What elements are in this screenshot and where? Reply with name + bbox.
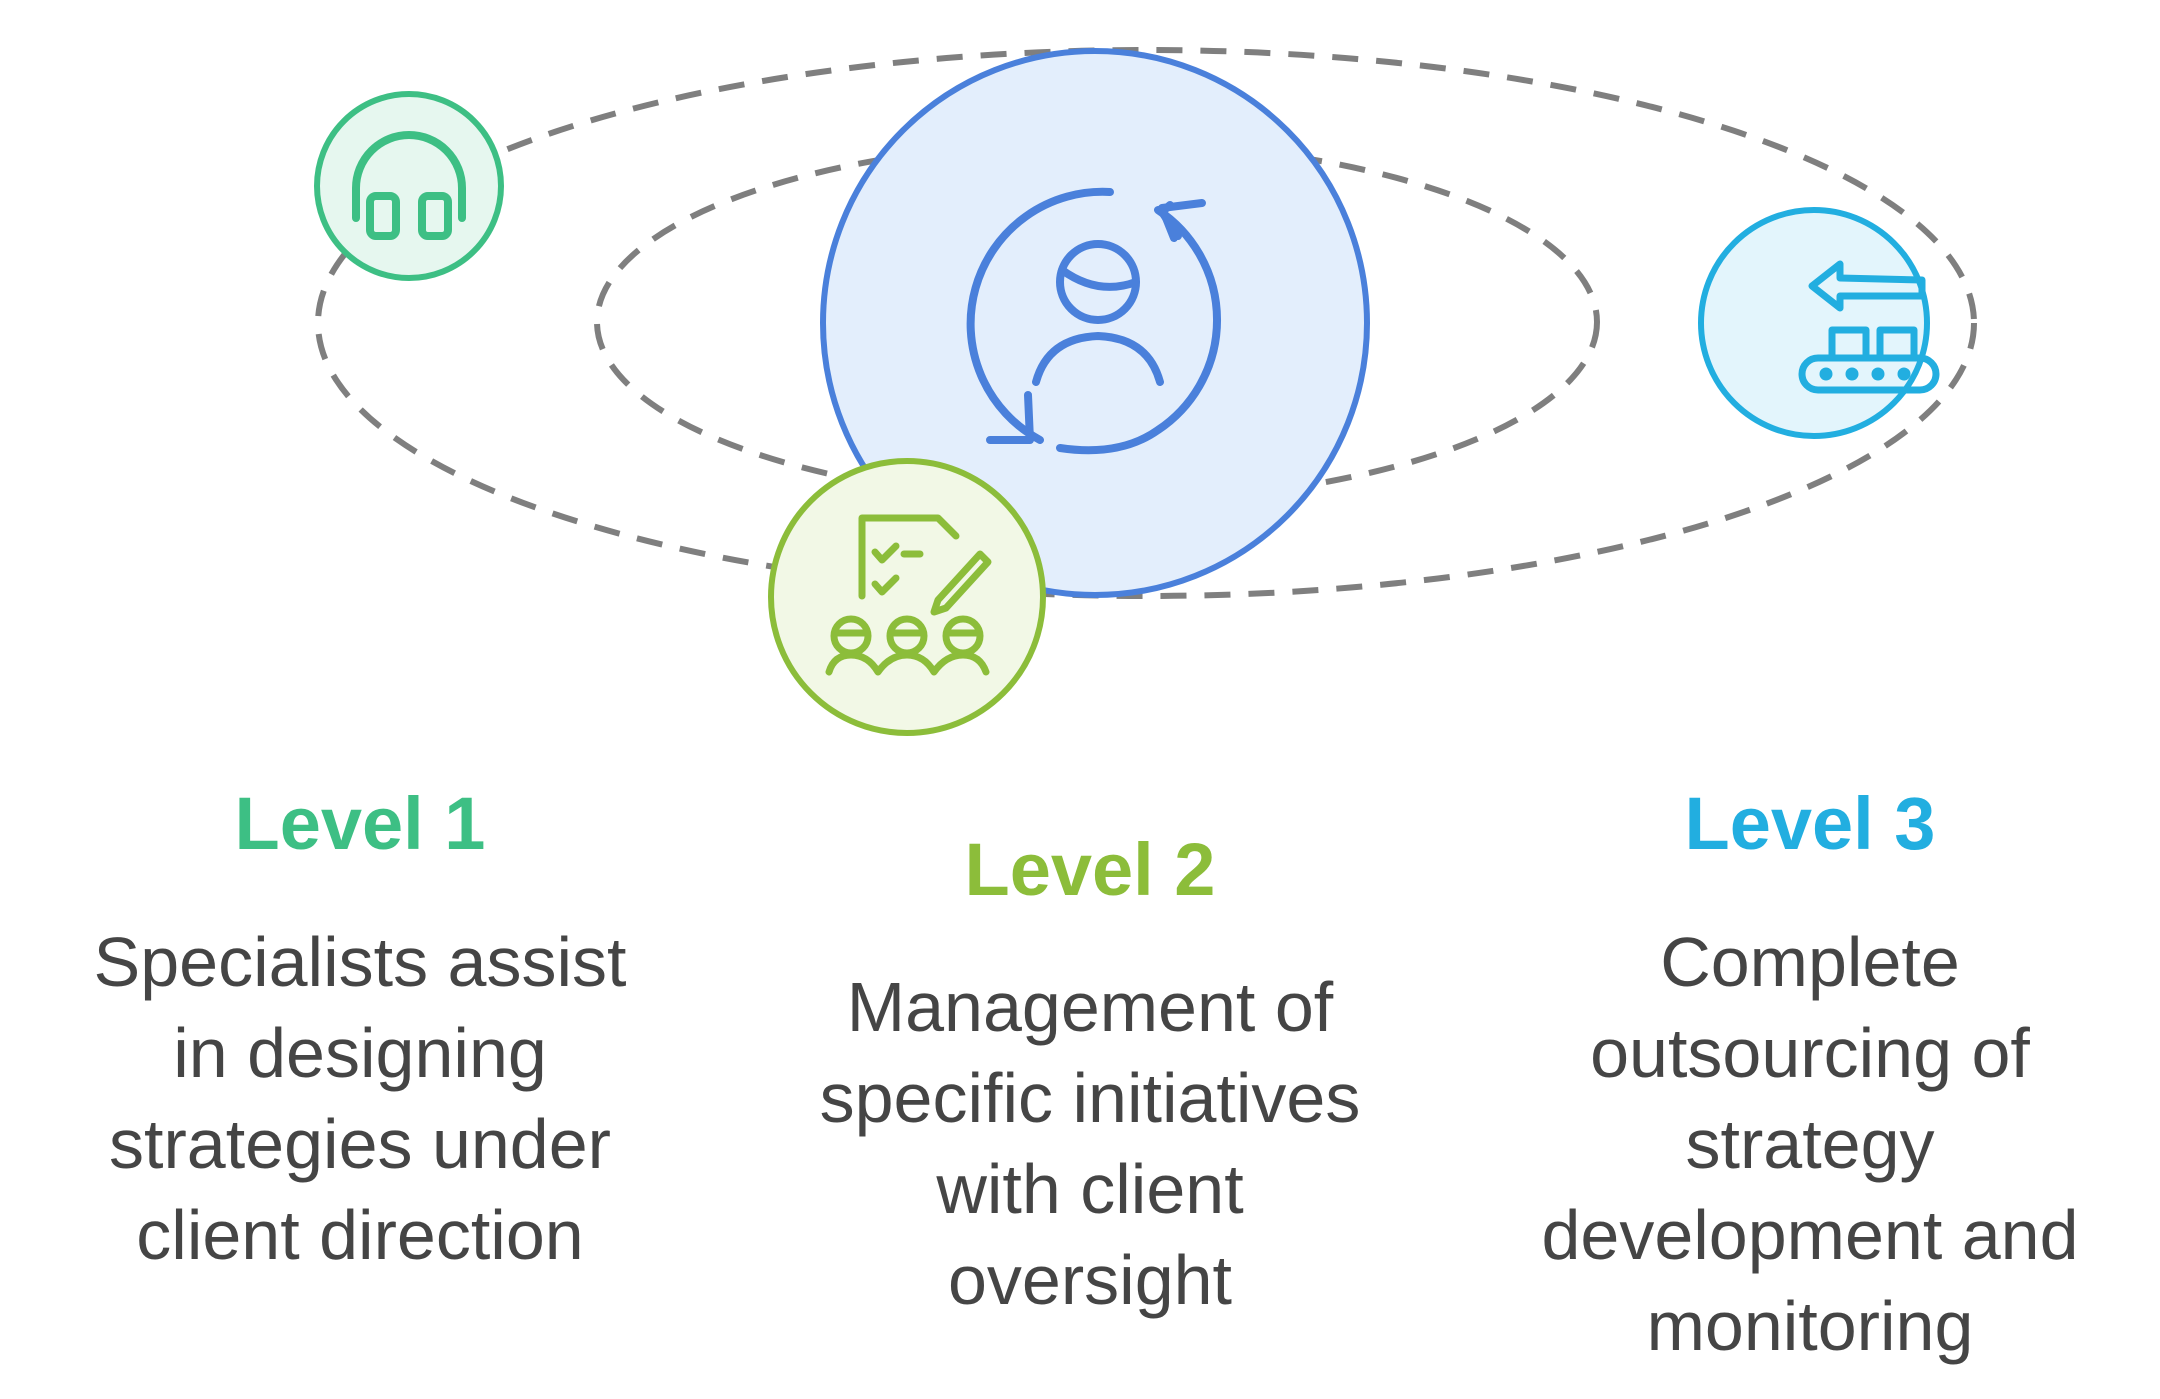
level3-title: Level 3 <box>1684 782 1936 865</box>
level2-description-line: with client <box>936 1150 1244 1228</box>
level2-description: Management of specific initiatives with … <box>760 962 1420 1326</box>
level2-description-line: Management of <box>846 968 1334 1046</box>
headset-icon <box>352 131 466 240</box>
outer-orbit <box>315 47 1977 599</box>
level1-description-line: strategies under <box>109 1105 611 1183</box>
conveyor-outsource-icon <box>1798 260 1940 394</box>
level3-description-line: development and <box>1541 1196 2079 1274</box>
level3-description-line: strategy <box>1685 1105 1935 1183</box>
level2-description-line: oversight <box>947 1241 1233 1319</box>
level1-description-line: in designing <box>173 1014 547 1092</box>
level3-node <box>1698 207 1940 439</box>
level1-node <box>314 91 504 281</box>
level1-description-line: client direction <box>136 1196 584 1274</box>
level1-title: Level 1 <box>234 782 486 865</box>
center-node <box>820 48 1370 598</box>
level3-description-line: Complete <box>1660 923 1960 1001</box>
level2-description-line: specific initiatives <box>819 1059 1361 1137</box>
level3-description: Complete outsourcing of strategy develop… <box>1490 917 2130 1372</box>
user-cycle-icon <box>966 187 1222 455</box>
level3-description-line: monitoring <box>1646 1287 1974 1365</box>
team-checklist-icon <box>825 514 992 676</box>
level3-description-line: outsourcing of <box>1590 1014 2030 1092</box>
level1-description: Specialists assist in designing strategi… <box>40 917 680 1281</box>
level2-node <box>768 458 1046 736</box>
level1-description-line: Specialists assist <box>93 923 627 1001</box>
level2-title: Level 2 <box>964 828 1216 911</box>
